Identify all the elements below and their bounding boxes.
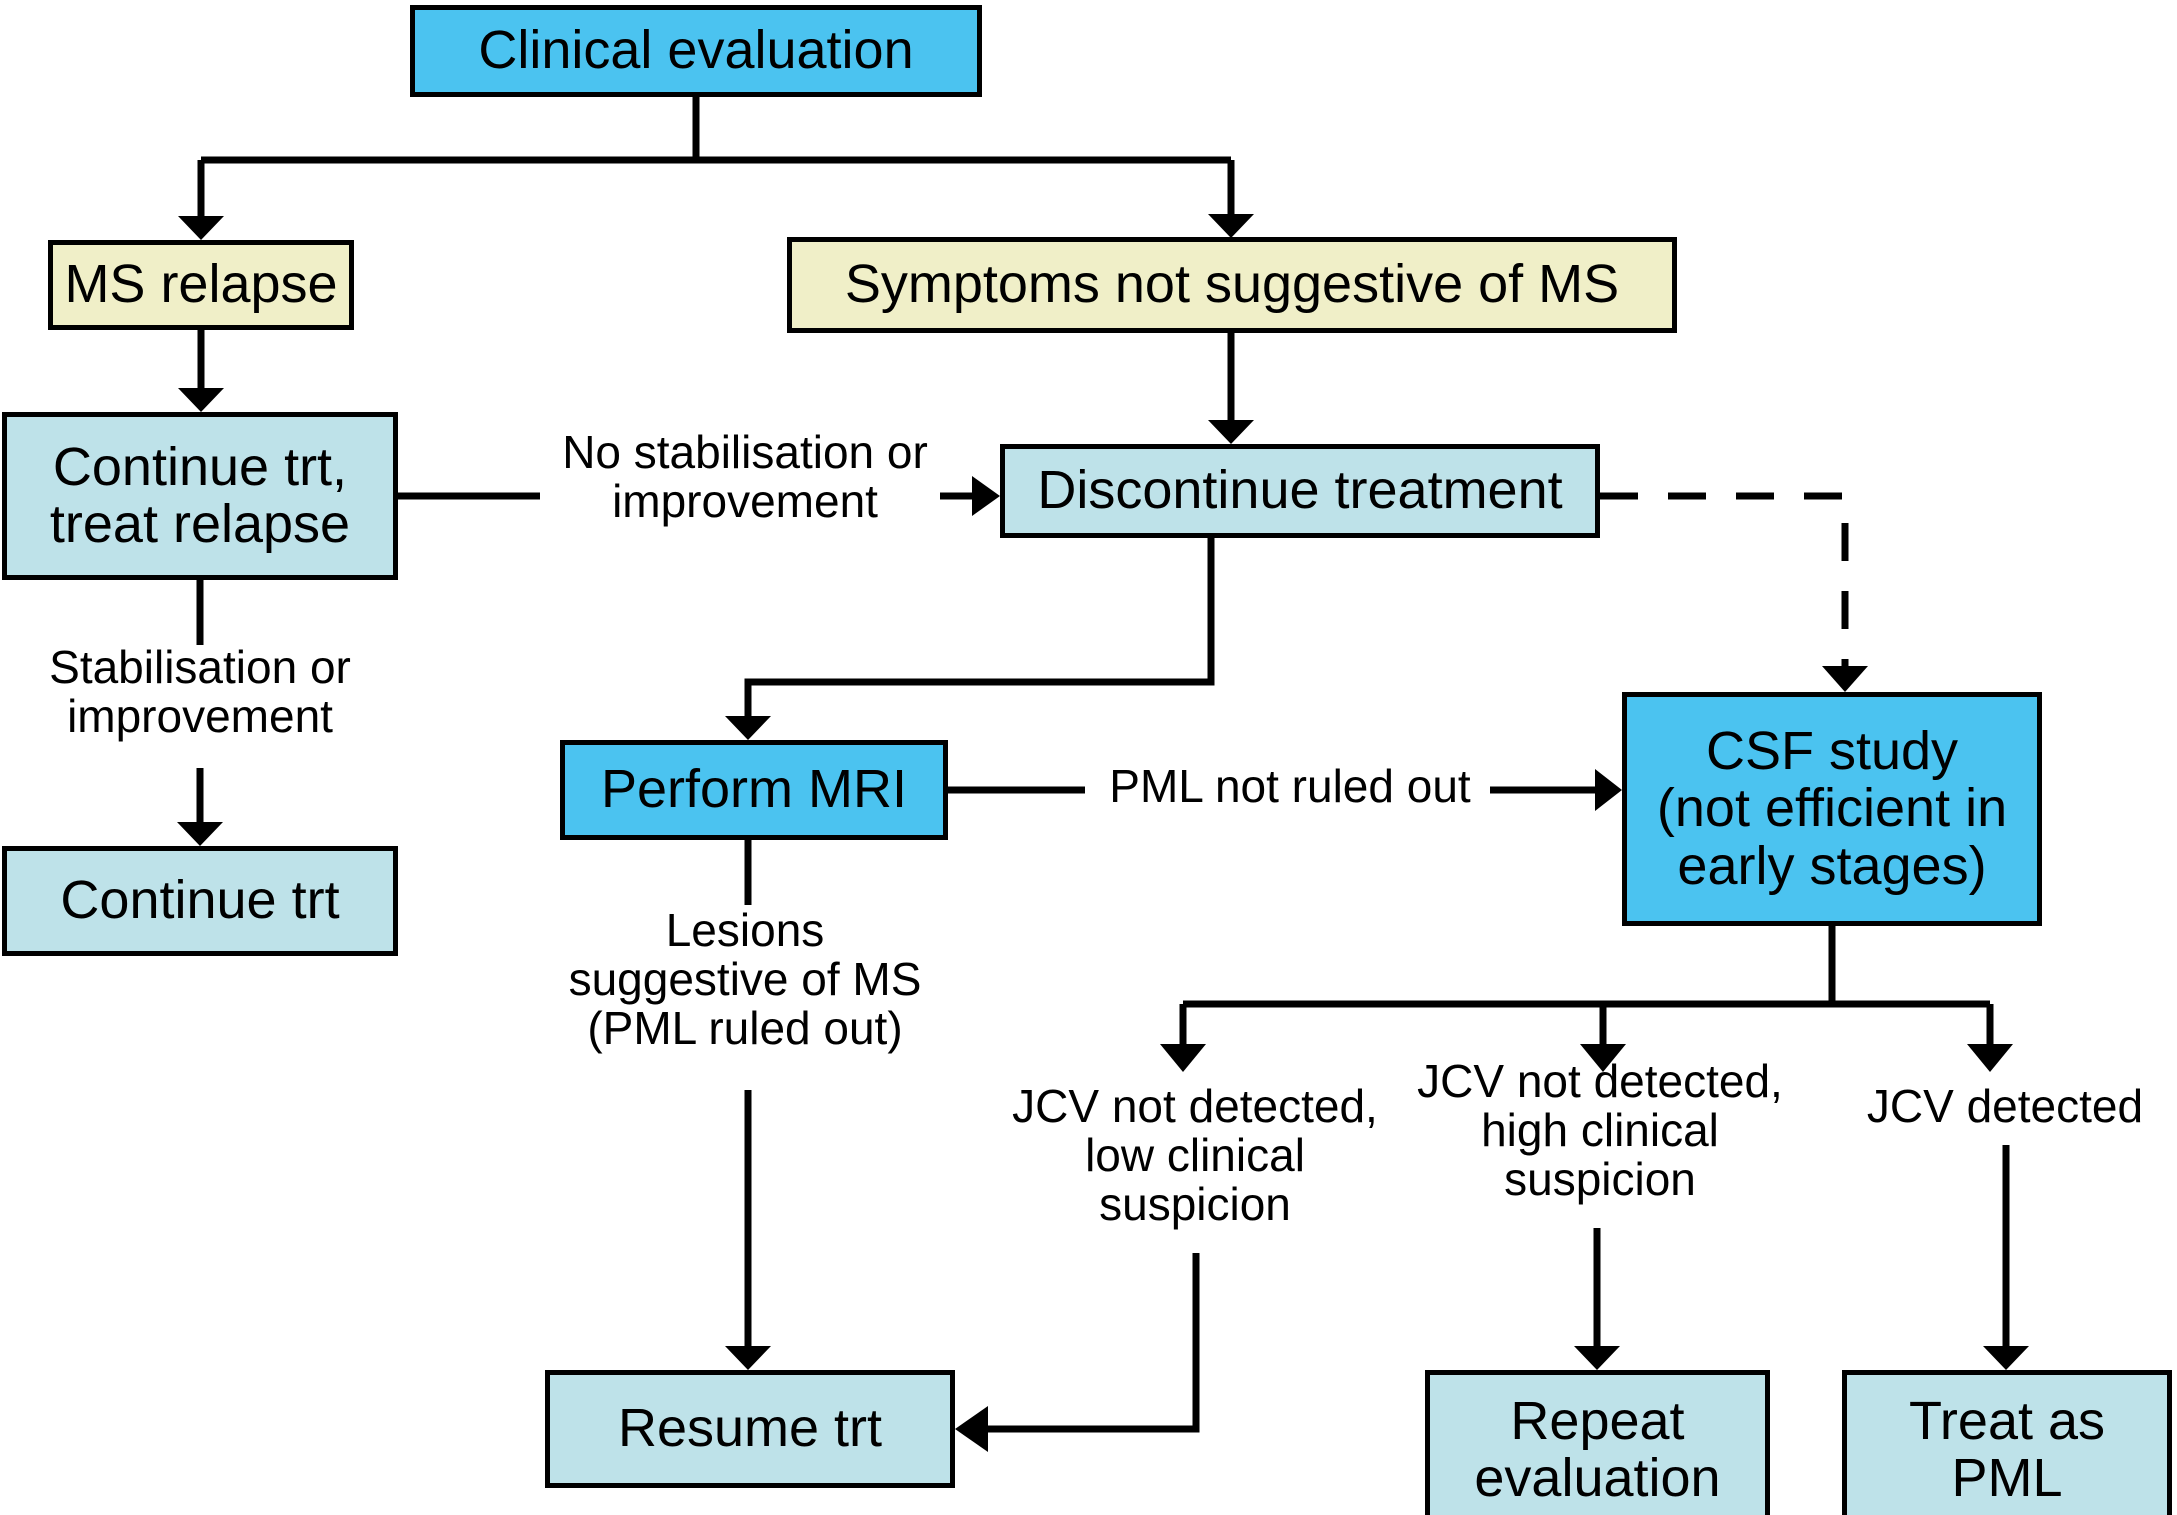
arrowhead-symptoms — [1208, 214, 1254, 238]
node-clinical-evaluation[interactable]: Clinical evaluation — [410, 5, 982, 97]
edge-discontinue-to-mri — [744, 538, 1215, 722]
node-symptoms-not-suggestive-of-ms[interactable]: Symptoms not suggestive of MS — [787, 237, 1677, 333]
edge-label-jcv-detected: JCV detected — [1866, 1080, 2144, 1132]
edge-label-jcv-not-detected-low-suspicion: JCV not detected, low clinical suspicion — [1012, 1080, 1378, 1231]
node-discontinue-treatment[interactable]: Discontinue treatment — [1000, 444, 1600, 538]
edge-label-lesions-suggestive-of-ms: Lesions suggestive of MS (PML ruled out) — [568, 904, 922, 1055]
node-repeat-evaluation[interactable]: Repeat evaluation — [1425, 1370, 1770, 1515]
arrowhead-jcv-low — [1160, 1044, 1206, 1072]
edge-label-jcv-not-detected-high-suspicion: JCV not detected, high clinical suspicio… — [1417, 1055, 1783, 1206]
edge-low-suspicion-to-resume-trt — [985, 1253, 1200, 1433]
arrowhead-continue-treat — [178, 388, 224, 412]
arrowhead-ms-relapse — [178, 216, 224, 240]
arrowhead-jcv-high — [1580, 1044, 1626, 1072]
arrowhead-csf-dashed — [1822, 666, 1868, 692]
node-perform-mri[interactable]: Perform MRI — [560, 740, 948, 840]
edge-label-no-stabilisation-or-improvement: No stabilisation or improvement — [562, 426, 928, 528]
node-treat-as-pml[interactable]: Treat as PML — [1842, 1370, 2172, 1515]
arrowhead-csf-side — [1595, 769, 1622, 811]
arrowhead-jcv-detected — [1967, 1044, 2013, 1072]
edge-label-pml-not-ruled-out: PML not ruled out — [1109, 760, 1471, 812]
arrowhead-resume-trt — [725, 1346, 771, 1370]
node-resume-trt[interactable]: Resume trt — [545, 1370, 955, 1488]
edge-label-stabilisation-or-improvement: Stabilisation or improvement — [49, 641, 351, 743]
arrowhead-repeat-evaluation — [1574, 1346, 1620, 1370]
node-continue-trt-treat-relapse[interactable]: Continue trt, treat relapse — [2, 412, 398, 580]
arrowhead-mri — [725, 716, 771, 740]
arrowhead-discontinue-side — [972, 476, 1000, 516]
node-continue-trt[interactable]: Continue trt — [2, 846, 398, 956]
node-csf-study[interactable]: CSF study (not efficient in early stages… — [1622, 692, 2042, 926]
node-ms-relapse[interactable]: MS relapse — [48, 240, 354, 330]
arrowhead-treat-as-pml — [1983, 1346, 2029, 1370]
edge-discontinue-to-csf-dashed — [1600, 492, 1849, 672]
arrowhead-continue-trt — [177, 822, 223, 846]
arrowhead-resume-trt-side — [955, 1406, 988, 1452]
arrowhead-discontinue — [1208, 420, 1254, 444]
